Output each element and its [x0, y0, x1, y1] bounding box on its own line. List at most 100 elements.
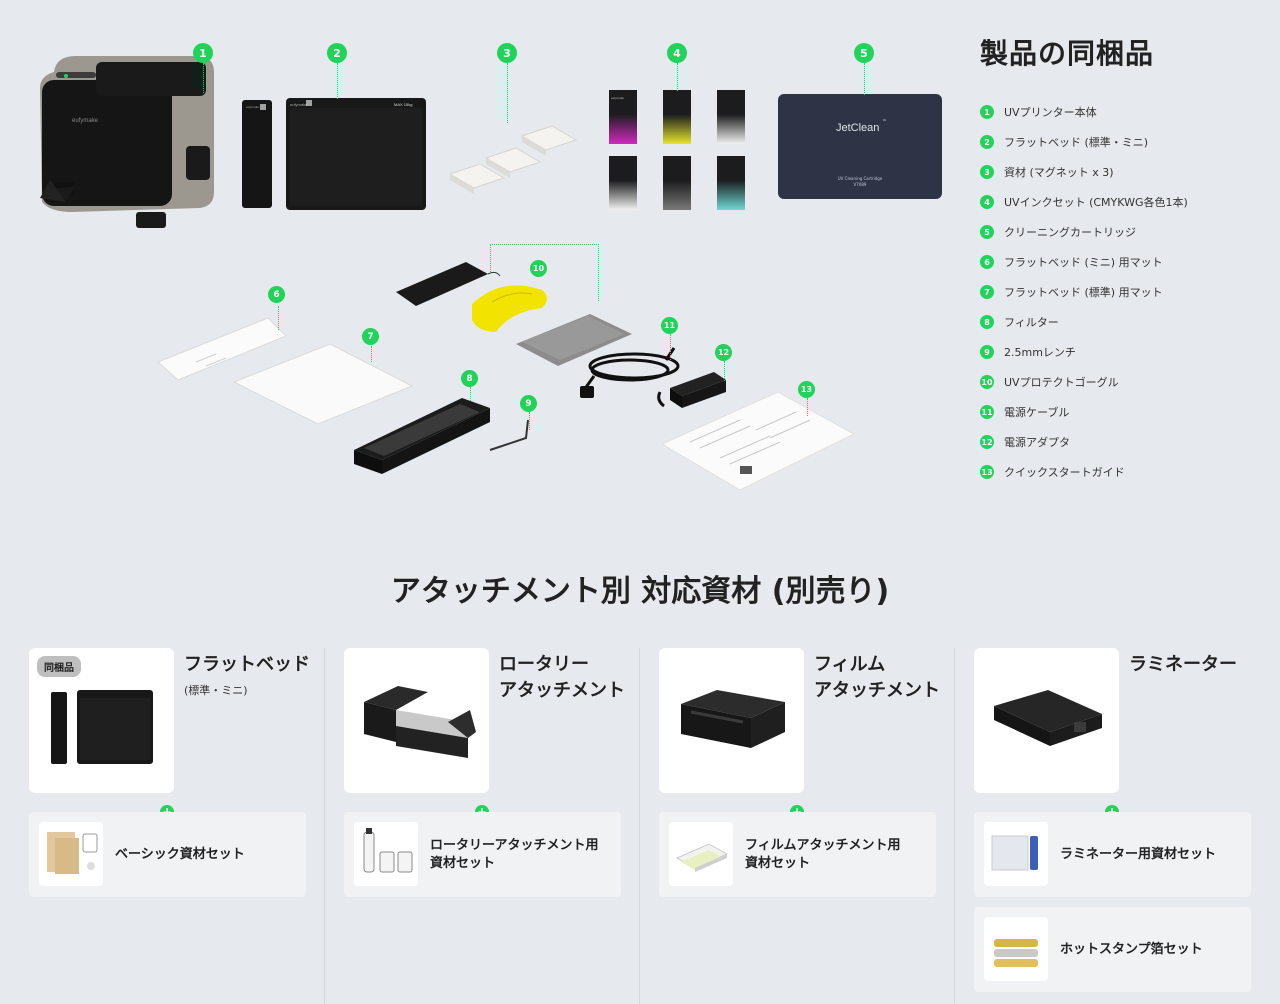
- standard-mat-image: [232, 343, 414, 425]
- list-number: 6: [980, 255, 994, 269]
- attachments-title: アタッチメント別 対応資材 (別売り): [390, 574, 890, 609]
- uv-printer-image: eufymake: [40, 56, 214, 228]
- callout-badge-6: 6: [268, 286, 285, 303]
- list-number: 2: [980, 135, 994, 149]
- laminator-name: ラミネーター: [1129, 654, 1237, 675]
- package-list-item: 7 フラットベッド (標準) 用マット: [980, 277, 1188, 307]
- material-set-hot-stamp[interactable]: ホットスタンプ箔セット: [974, 907, 1251, 992]
- callout-badge-8: 8: [461, 370, 478, 387]
- list-label: UVプロテクトゴーグル: [1004, 376, 1119, 389]
- laminator-thumbnail: [994, 690, 1102, 746]
- leader-11: [670, 334, 671, 360]
- callout-badge-7: 7: [362, 328, 379, 345]
- list-label: UVインクセット (CMYKWG各色1本): [1004, 196, 1188, 209]
- list-number: 9: [980, 345, 994, 359]
- material-thumbnail: [669, 822, 733, 886]
- list-label: 電源ケーブル: [1004, 406, 1070, 419]
- ink-set-image: eufymake: [609, 90, 745, 210]
- flatbed-name: フラットベッド: [184, 654, 310, 675]
- material-label: ロータリーアタッチメント用 資材セット: [430, 837, 599, 871]
- list-number: 13: [980, 465, 994, 479]
- callout-badge-11: 11: [661, 317, 678, 334]
- material-set-basic[interactable]: ベーシック資材セット: [29, 812, 306, 897]
- list-number: 3: [980, 165, 994, 179]
- included-tag: 同梱品: [37, 656, 81, 677]
- list-number: 11: [980, 405, 994, 419]
- callout-badge-1: 1: [193, 43, 213, 63]
- material-thumbnail: [984, 917, 1048, 981]
- material-thumbnail: [984, 822, 1048, 886]
- goggles-image: [396, 262, 632, 366]
- list-label: フラットベッド (標準) 用マット: [1004, 286, 1163, 299]
- ink-brand: eufymake: [611, 96, 624, 100]
- callout-badge-13: 13: [798, 381, 815, 398]
- rotary-card[interactable]: [344, 648, 489, 793]
- bed-standard-weight: MAX 15kg: [394, 102, 412, 107]
- material-set-film[interactable]: フィルムアタッチメント用 資材セット: [659, 812, 936, 897]
- list-number: 8: [980, 315, 994, 329]
- material-thumbnail: [354, 822, 418, 886]
- bed-standard-logo: eufymake: [290, 102, 308, 107]
- printer-logo: eufymake: [72, 118, 99, 124]
- goggles-leader-1: [490, 244, 491, 274]
- material-label: ラミネーター用資材セット: [1060, 846, 1217, 862]
- film-name: フィルム アタッチメント: [814, 654, 940, 701]
- leader-8: [470, 387, 471, 401]
- jetclean-logo: JetClean: [836, 122, 880, 134]
- leader-5: [864, 63, 865, 95]
- leader-9: [529, 412, 530, 430]
- package-list-item: 8 フィルター: [980, 307, 1188, 337]
- rotary-name: ロータリー アタッチメント: [499, 654, 625, 701]
- flatbed-card[interactable]: 同梱品: [29, 648, 174, 793]
- list-label: フラットベッド (標準・ミニ): [1004, 136, 1149, 149]
- flatbed-sub: (標準・ミニ): [184, 684, 248, 697]
- mini-mat-image: [157, 317, 287, 381]
- rotary-thumbnail: [364, 686, 476, 758]
- package-list-item: 11 電源ケーブル: [980, 397, 1188, 427]
- callout-badge-4: 4: [667, 43, 687, 63]
- leader-4: [677, 63, 678, 91]
- package-list-item: 5 クリーニングカートリッジ: [980, 217, 1188, 247]
- list-number: 7: [980, 285, 994, 299]
- leader-2: [337, 63, 338, 99]
- jetclean-caption: UV Cleaning Cartridge: [837, 176, 883, 181]
- leader-1: [203, 63, 204, 93]
- column-divider: [639, 648, 640, 1004]
- column-divider: [324, 648, 325, 1004]
- film-card[interactable]: [659, 648, 804, 793]
- material-set-laminator[interactable]: ラミネーター用資材セット: [974, 812, 1251, 897]
- jetclean-tm: ™: [882, 119, 887, 125]
- quick-start-guide-image: [660, 391, 856, 491]
- callout-badge-5: 5: [854, 43, 874, 63]
- package-list-item: 2 フラットベッド (標準・ミニ): [980, 127, 1188, 157]
- callout-badge-12: 12: [715, 344, 732, 361]
- list-label: フィルター: [1004, 316, 1059, 329]
- list-number: 5: [980, 225, 994, 239]
- callout-badge-9: 9: [520, 395, 537, 412]
- flatbed-image: eufymake eufymake MAX 15kg: [242, 98, 426, 210]
- power-adapter-image: [657, 372, 726, 408]
- jetclean-model: V7089: [853, 182, 867, 187]
- list-number: 4: [980, 195, 994, 209]
- list-label: 資材 (マグネット x 3): [1004, 166, 1114, 179]
- leader-7: [371, 346, 372, 362]
- goggles-leader-2: [490, 244, 599, 301]
- material-set-rotary[interactable]: ロータリーアタッチメント用 資材セット: [344, 812, 621, 897]
- wrench-image: [489, 419, 529, 451]
- laminator-card[interactable]: [974, 648, 1119, 793]
- package-list-item: 4 UVインクセット (CMYKWG各色1本): [980, 187, 1188, 217]
- magnets-image: [448, 125, 578, 194]
- callout-badge-2: 2: [327, 43, 347, 63]
- power-cable-image: [580, 347, 680, 398]
- package-title: 製品の同梱品: [980, 37, 1155, 70]
- list-label: 電源アダプタ: [1004, 436, 1070, 449]
- list-label: クリーニングカートリッジ: [1004, 226, 1136, 239]
- cleaning-cartridge-image: JetClean ™ UV Cleaning Cartridge V7089: [778, 94, 942, 199]
- material-label: ホットスタンプ箔セット: [1060, 941, 1203, 957]
- leader-12: [724, 361, 725, 381]
